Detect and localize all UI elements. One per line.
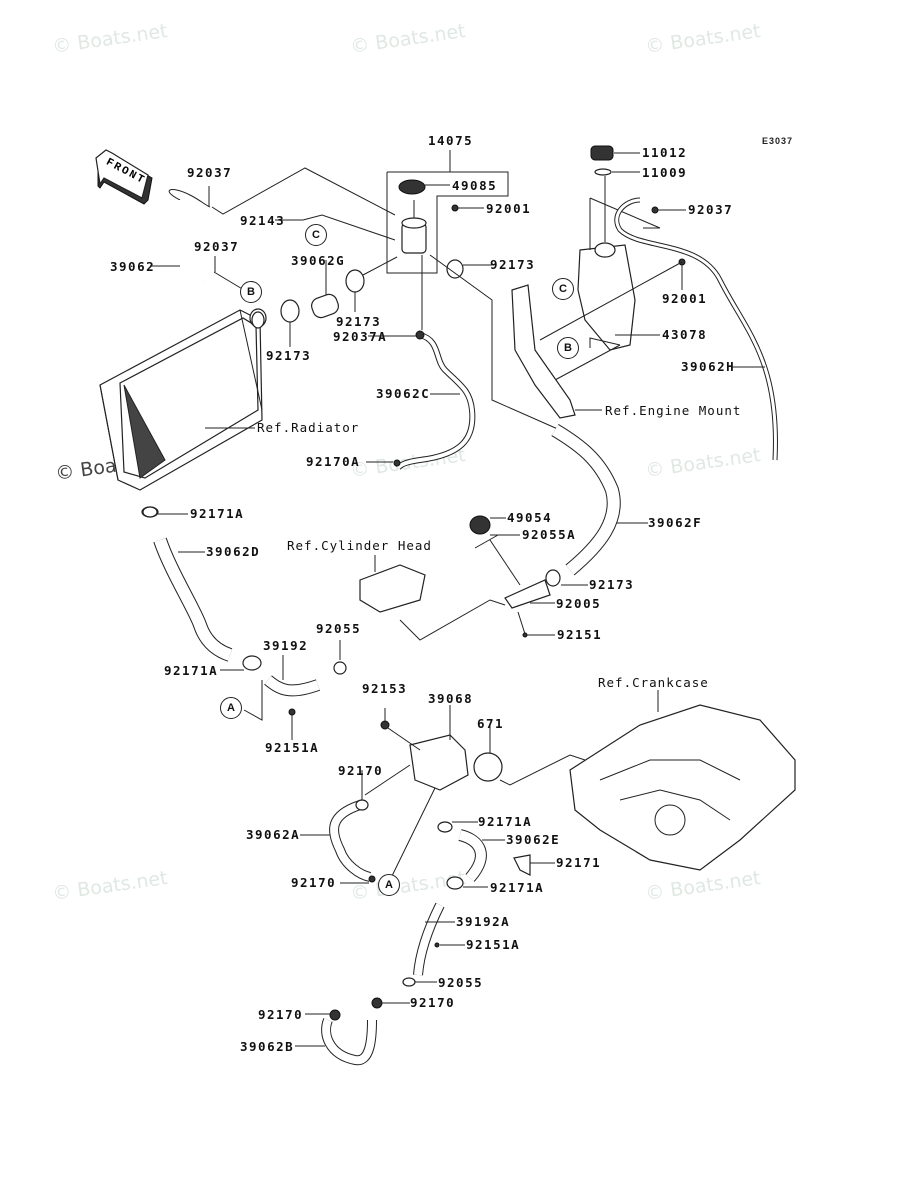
part-label[interactable]: 92055 <box>316 621 362 636</box>
reservoir-tank-part <box>539 145 686 381</box>
part-label[interactable]: 92170 <box>410 995 456 1010</box>
part-label[interactable]: 92151A <box>265 740 320 755</box>
part-label[interactable]: 92143 <box>240 213 286 228</box>
water-pump-part <box>364 705 586 881</box>
part-label[interactable]: 92173 <box>266 348 312 363</box>
part-label[interactable]: 39192A <box>456 914 511 929</box>
part-label[interactable]: 92173 <box>589 577 635 592</box>
part-label[interactable]: 49085 <box>452 178 498 193</box>
part-label[interactable]: 92005 <box>556 596 602 611</box>
part-label[interactable]: 39062E <box>506 832 561 847</box>
part-label[interactable]: 39192 <box>263 638 309 653</box>
callout-b: B <box>240 281 262 303</box>
part-label[interactable]: 92037 <box>187 165 233 180</box>
part-label[interactable]: 92173 <box>490 257 536 272</box>
part-label[interactable]: 39062F <box>648 515 703 530</box>
part-label[interactable]: 11012 <box>642 145 688 160</box>
part-label[interactable]: 39062G <box>291 253 346 268</box>
callout-a: A <box>378 874 400 896</box>
reference-label[interactable]: Ref.Crankcase <box>598 675 709 690</box>
part-label[interactable]: 39062H <box>681 359 736 374</box>
part-label[interactable]: 92001 <box>486 201 532 216</box>
part-label[interactable]: 92055 <box>438 975 484 990</box>
part-label[interactable]: 92151A <box>466 937 521 952</box>
part-label[interactable]: 92171A <box>478 814 533 829</box>
callout-b: B <box>557 337 579 359</box>
part-label[interactable]: 92171A <box>164 663 219 678</box>
part-label[interactable]: 43078 <box>662 327 708 342</box>
radiator-part <box>99 308 267 518</box>
part-label[interactable]: 92170 <box>258 1007 304 1022</box>
front-arrow-icon <box>95 149 153 205</box>
part-label[interactable]: 671 <box>477 716 505 731</box>
reference-label[interactable]: Ref.Radiator <box>257 420 360 435</box>
part-label[interactable]: 92055A <box>522 527 577 542</box>
part-label[interactable]: 92170 <box>291 875 337 890</box>
part-label[interactable]: 39062C <box>376 386 431 401</box>
part-label[interactable]: 92170 <box>338 763 384 778</box>
part-label[interactable]: 39068 <box>428 691 474 706</box>
part-label[interactable]: 92173 <box>336 314 382 329</box>
part-label[interactable]: 92037 <box>194 239 240 254</box>
part-label[interactable]: 14075 <box>428 133 474 148</box>
part-label[interactable]: 39062D <box>206 544 261 559</box>
part-label[interactable]: 92151 <box>557 627 603 642</box>
part-label[interactable]: 92171 <box>556 855 602 870</box>
part-label[interactable]: 92171A <box>190 506 245 521</box>
part-label[interactable]: 92037 <box>688 202 734 217</box>
reference-label[interactable]: Ref.Cylinder Head <box>287 538 432 553</box>
callout-a: A <box>220 697 242 719</box>
reference-label[interactable]: Ref.Engine Mount <box>605 403 742 418</box>
part-label[interactable]: 39062 <box>110 259 156 274</box>
part-label[interactable]: 39062B <box>240 1039 295 1054</box>
part-label[interactable]: 39062A <box>246 827 301 842</box>
part-label[interactable]: 92171A <box>490 880 545 895</box>
part-label[interactable]: 92001 <box>662 291 708 306</box>
callout-c: C <box>305 224 327 246</box>
part-label[interactable]: 92170A <box>306 454 361 469</box>
crankcase-part <box>569 690 796 871</box>
callout-c: C <box>552 278 574 300</box>
part-label[interactable]: 49054 <box>507 510 553 525</box>
part-label[interactable]: 92037A <box>333 329 388 344</box>
part-label[interactable]: 92153 <box>362 681 408 696</box>
part-label[interactable]: 11009 <box>642 165 688 180</box>
diagram-code: E3037 <box>762 136 794 146</box>
